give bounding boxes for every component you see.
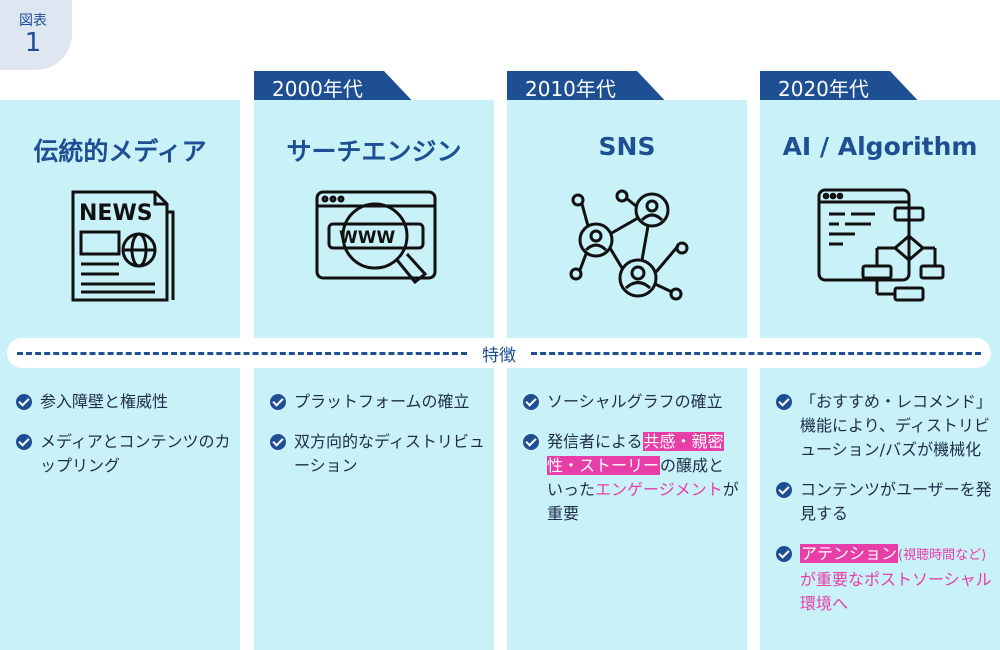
dashed-line-right — [531, 352, 981, 355]
feature-item: コンテンツがユーザーを発見する — [776, 478, 992, 526]
column-title: AI / Algorithm — [782, 132, 978, 161]
feature-list: 「おすすめ・レコメンド」機能により、ディストリビューション/バズが機械化 コンテ… — [776, 390, 992, 632]
figure-label: 図表 — [19, 13, 47, 29]
pink-text: が重要なポストソーシャル環境へ — [800, 570, 992, 613]
check-icon — [270, 434, 286, 450]
pink-text: エンゲージメント — [595, 480, 723, 499]
feature-item: メディアとコンテンツのカップリング — [16, 430, 232, 478]
feature-list: 参入障壁と権威性 メディアとコンテンツのカップリング — [16, 390, 232, 494]
check-icon — [776, 394, 792, 410]
feature-item: ソーシャルグラフの確立 — [523, 390, 739, 414]
column-title: SNS — [598, 132, 656, 161]
algorithm-icon — [815, 182, 945, 312]
feature-list: プラットフォームの確立 双方向的なディストリビューション — [270, 390, 486, 494]
feature-item: 双方向的なディストリビューション — [270, 430, 486, 478]
feature-label: 特徴 — [482, 346, 516, 366]
check-icon — [16, 434, 32, 450]
pink-small-text: (視聴時間など) — [898, 548, 987, 563]
svg-text:NEWS: NEWS — [79, 201, 153, 226]
browser-search-icon: WWW — [309, 182, 439, 312]
check-icon — [776, 482, 792, 498]
check-icon — [270, 394, 286, 410]
feature-list: ソーシャルグラフの確立 発信者による共感・親密性・ストーリーの醸成といったエンゲ… — [523, 390, 739, 542]
feature-item: アテンション(視聴時間など) が重要なポストソーシャル環境へ — [776, 542, 992, 616]
figure-number: 1 — [24, 28, 42, 58]
figure-badge: 図表 1 — [0, 0, 72, 70]
column-title: 伝統的メディア — [33, 137, 207, 166]
check-icon — [16, 394, 32, 410]
svg-text:WWW: WWW — [339, 228, 396, 248]
column-title: サーチエンジン — [286, 137, 462, 166]
feature-item: プラットフォームの確立 — [270, 390, 486, 414]
check-icon — [523, 434, 539, 450]
feature-divider: 特徴 — [7, 338, 991, 368]
column-sns: SNS ソーシャルグラフの確立 発信者による共感・親密性・ストーリーの醸成といっ… — [507, 100, 747, 650]
social-network-icon — [562, 182, 692, 312]
column-ai-algorithm: AI / Algorithm 「おすすめ・レコメンド」機能により、ディストリビュ… — [760, 100, 1000, 650]
column-search-engine: サーチエンジン WWW プラットフォームの確立 双方向的なディストリビューション — [254, 100, 494, 650]
check-icon — [523, 394, 539, 410]
feature-item: 参入障壁と権威性 — [16, 390, 232, 414]
newspaper-icon: NEWS — [55, 182, 185, 312]
feature-item: 「おすすめ・レコメンド」機能により、ディストリビューション/バズが機械化 — [776, 390, 992, 462]
column-traditional-media: 伝統的メディア NEWS 参入障壁と権威性 メディアとコンテンツのカップリング — [0, 100, 240, 650]
feature-item: 発信者による共感・親密性・ストーリーの醸成といったエンゲージメントが重要 — [523, 430, 739, 526]
highlight-text: アテンション — [800, 544, 899, 563]
dashed-line-left — [17, 352, 467, 355]
check-icon — [776, 546, 792, 562]
